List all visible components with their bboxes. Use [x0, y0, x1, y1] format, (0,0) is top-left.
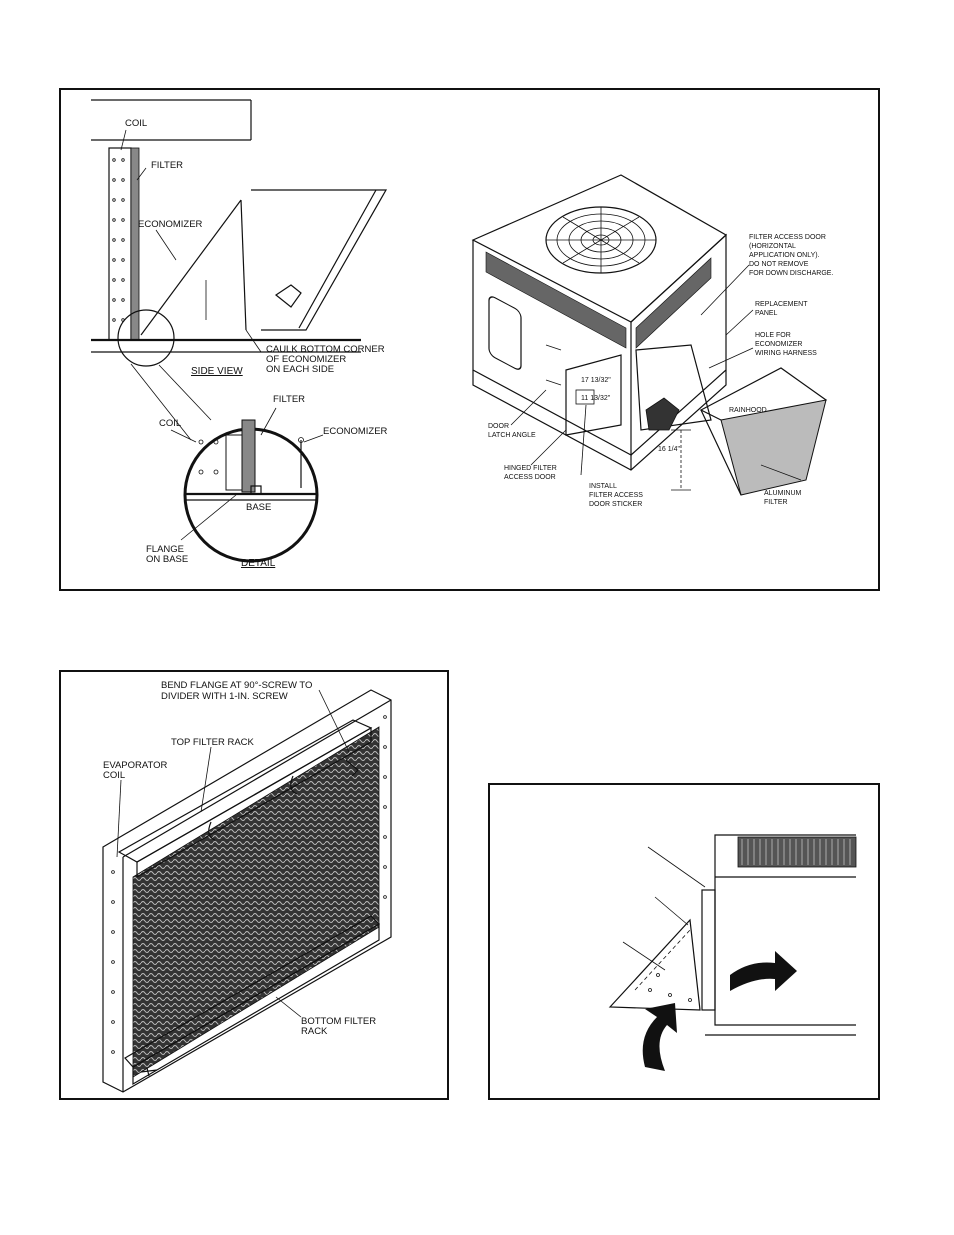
side-filter-label: FILTER: [151, 160, 183, 171]
aluminum-label-1: ALUMINUM: [764, 490, 802, 497]
economizer-diagram: COIL FILTER ECONOMIZER CAULK BOTTOM CORN…: [91, 99, 833, 569]
caulk-label-2: OF ECONOMIZER: [266, 354, 346, 365]
sticker-label-1: INSTALL: [589, 483, 617, 490]
airflow-diagram: [608, 834, 857, 1071]
airflow-drawing: [608, 834, 857, 1071]
side-coil-label: COIL: [125, 118, 147, 129]
access-door-label-3: APPLICATION ONLY).: [749, 252, 820, 259]
detail-coil-label: COIL: [159, 418, 181, 429]
figure-economizer-installation: COIL FILTER ECONOMIZER CAULK BOTTOM CORN…: [59, 88, 880, 591]
hole-label-1: HOLE FOR: [755, 332, 791, 339]
sticker-label-2: FILTER ACCESS: [589, 492, 643, 499]
caulk-label-3: ON EACH SIDE: [266, 364, 334, 375]
dim-label-2: 11 13/32": [581, 395, 611, 402]
side-view-title: SIDE VIEW: [191, 366, 243, 377]
filter-sticker: [575, 389, 595, 405]
filter-rack-drawing: [102, 689, 392, 1093]
rainhood-label: RAINHOOD: [729, 407, 767, 414]
access-door-label-2: (HORIZONTAL: [749, 243, 796, 250]
unit-drawing: [471, 174, 828, 496]
dim-label-1: 17 13/32": [581, 377, 611, 384]
dim-label-3: 16 1/4": [658, 446, 680, 453]
access-door-label-1: FILTER ACCESS DOOR: [749, 234, 826, 241]
bottom-rack-label-1: BOTTOM FILTER: [301, 1016, 376, 1027]
aluminum-label-2: FILTER: [764, 499, 788, 506]
sticker-label-3: DOOR STICKER: [589, 501, 642, 508]
flange-label-1: FLANGE: [146, 544, 184, 555]
access-door-label-4: DO NOT REMOVE: [749, 261, 809, 268]
hole-label-2: ECONOMIZER: [755, 341, 802, 348]
evaporator-label-2: COIL: [103, 770, 125, 781]
hinged-label-1: HINGED FILTER: [504, 465, 557, 472]
evaporator-label-1: EVAPORATOR: [103, 760, 168, 771]
outflow-arrow-icon: [730, 951, 797, 991]
inflow-arrow-icon: [642, 1003, 677, 1071]
access-door-label-5: FOR DOWN DISCHARGE.: [749, 270, 833, 277]
figure-filter-rack: BEND FLANGE AT 90°-SCREW TO DIVIDER WITH…: [59, 670, 449, 1100]
side-view-drawing: [91, 99, 388, 441]
latch-label-2: LATCH ANGLE: [488, 432, 536, 439]
top-filter-rack-label: TOP FILTER RACK: [171, 737, 255, 748]
side-coil: [108, 147, 132, 341]
detail-base-label: BASE: [246, 502, 271, 513]
bend-flange-label-2: DIVIDER WITH 1-IN. SCREW: [161, 691, 288, 702]
hinged-label-2: ACCESS DOOR: [504, 474, 556, 481]
detail-title: DETAIL: [241, 558, 276, 569]
detail-economizer-label: ECONOMIZER: [323, 426, 388, 437]
bottom-rack-label-2: RACK: [301, 1026, 328, 1037]
detail-filter-label: FILTER: [273, 394, 305, 405]
fan-grille: [545, 206, 657, 274]
figure-airflow: [488, 783, 880, 1100]
flange-label-2: ON BASE: [146, 554, 188, 565]
filter-rack-diagram: BEND FLANGE AT 90°-SCREW TO DIVIDER WITH…: [102, 680, 392, 1093]
detail-drawing: [170, 407, 324, 563]
aluminum-filter: [720, 399, 827, 496]
caulk-label-1: CAULK BOTTOM CORNER: [266, 344, 385, 355]
bend-flange-label-1: BEND FLANGE AT 90°-SCREW TO: [161, 680, 312, 691]
replacement-label-1: REPLACEMENT: [755, 301, 808, 308]
side-economizer-label: ECONOMIZER: [138, 219, 203, 230]
hole-label-3: WIRING HARNESS: [755, 350, 817, 357]
latch-label-1: DOOR: [488, 423, 509, 430]
replacement-label-2: PANEL: [755, 310, 778, 317]
